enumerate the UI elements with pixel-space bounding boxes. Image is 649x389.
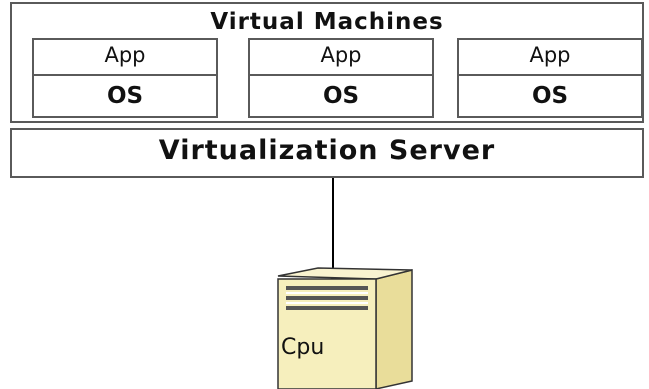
- vm-app-label: App: [34, 40, 216, 76]
- vm-os-label: OS: [106, 83, 144, 109]
- vm-os-label: OS: [322, 83, 360, 109]
- server-tower-icon: [277, 267, 413, 389]
- virtualization-server-box: Virtualization Server: [10, 128, 644, 178]
- virtual-machines-box: Virtual Machines App OS App OS App OS: [10, 2, 644, 123]
- cpu-label: Cpu: [281, 335, 325, 360]
- virtual-machines-title: Virtual Machines: [210, 9, 444, 35]
- vm-box-2: App OS: [248, 38, 434, 118]
- drive-bay-slots: [286, 286, 368, 310]
- connector-arrow: [326, 178, 340, 283]
- vm-os-label: OS: [531, 83, 569, 109]
- vm-box-1: App OS: [32, 38, 218, 118]
- vm-box-3: App OS: [457, 38, 643, 118]
- vm-app-label: App: [250, 40, 432, 76]
- vm-app-label: App: [459, 40, 641, 76]
